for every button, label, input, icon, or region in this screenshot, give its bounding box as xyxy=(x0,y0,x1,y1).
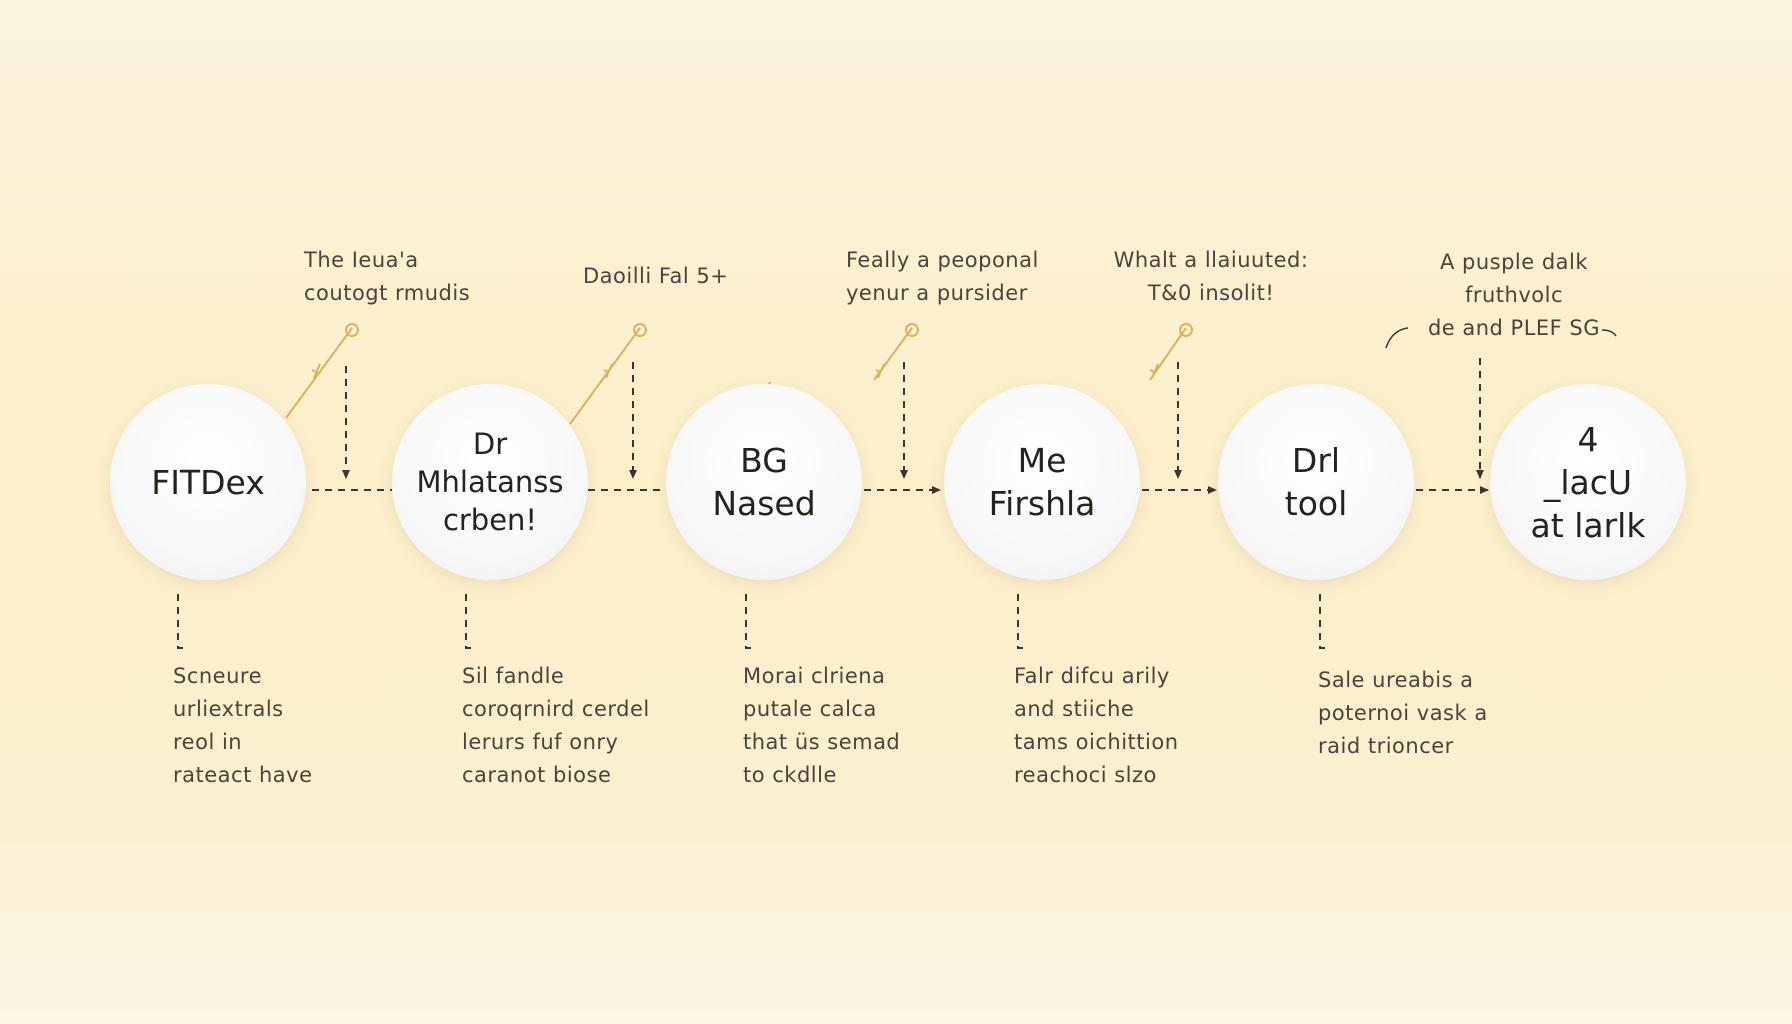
key-icon xyxy=(765,323,919,393)
note-bracket-right xyxy=(1601,329,1617,337)
key-icon xyxy=(569,323,647,425)
top-note-3: Feally a peoponal yenur a pursider xyxy=(846,248,1039,305)
bottom-leader-1 xyxy=(177,594,186,649)
bottom-note-3: Morai clriena putale calca that üs semad… xyxy=(743,664,901,787)
bottom-note-5: Sale ureabis a poternoi vask a raid trio… xyxy=(1318,668,1488,758)
step-label-3: BG Nased xyxy=(712,441,816,523)
step-node-1: FITDex xyxy=(110,384,306,580)
key-icon xyxy=(1045,323,1193,395)
step-label-5: Drl tool xyxy=(1284,441,1348,523)
note-bracket-left xyxy=(1385,327,1409,349)
top-note-2: Daoilli Fal 5+ xyxy=(583,264,729,288)
key-icon xyxy=(285,323,359,419)
step-label-6: 4 _lacU at larlk xyxy=(1530,419,1646,545)
top-note-4: Whalt a llaiuuted: T&0 insolit! xyxy=(1113,248,1309,305)
step-node-3: BG Nased xyxy=(666,384,862,580)
step-label-4: Me Firshla xyxy=(988,441,1096,523)
bottom-note-1: Scneure urliextrals reol in rateact have xyxy=(173,664,313,787)
bottom-leader-4 xyxy=(1017,594,1026,649)
step-node-4: Me Firshla xyxy=(944,384,1140,580)
bottom-note-4: Falr difcu arily and stiiche tams oichit… xyxy=(1014,664,1179,787)
bottom-note-2: Sil fandle coroqrnird cerdel lerurs fuf … xyxy=(462,664,650,787)
top-note-5: A pusple dalk fruthvolc de and PLEF SG xyxy=(1427,250,1601,340)
step-node-6: 4 _lacU at larlk xyxy=(1490,384,1686,580)
step-node-5: Drl tool xyxy=(1218,384,1414,580)
step-label-1: FITDex xyxy=(151,462,265,502)
step-node-2: Dr Mhlatanss crben! xyxy=(392,384,588,580)
step-label-2: Dr Mhlatanss crben! xyxy=(416,427,564,537)
bottom-leader-3 xyxy=(745,594,754,649)
bottom-leader-5 xyxy=(1319,594,1328,649)
bottom-leader-2 xyxy=(465,594,474,649)
top-note-1: The Ieua'a coutogt rmudis xyxy=(304,248,471,305)
